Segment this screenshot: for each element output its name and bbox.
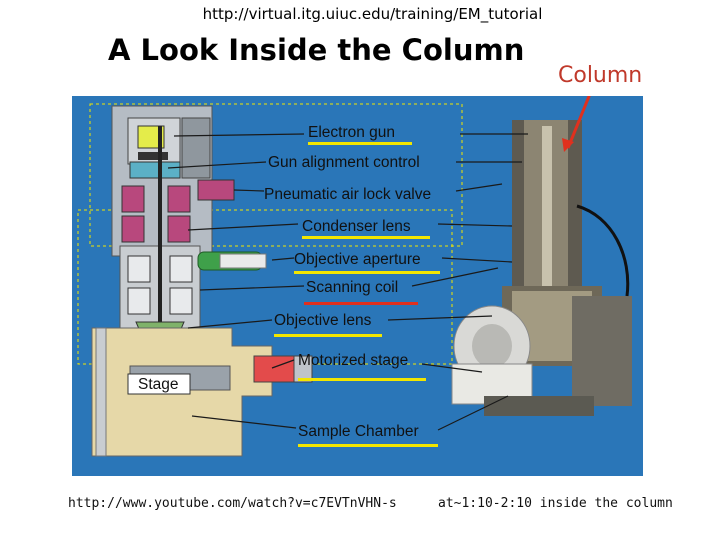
- column-label: Column: [558, 63, 643, 88]
- label-motorized-stage: Motorized stage: [298, 352, 409, 369]
- column-cutaway: [91, 105, 313, 457]
- sem-cutaway-illustration: [77, 96, 632, 457]
- label-sample-chamber: Sample Chamber: [298, 423, 419, 440]
- microscope-photo: [451, 120, 632, 416]
- slide-title: A Look Inside the Column: [108, 33, 525, 67]
- video-timestamp-note: at~1:10-2:10 inside the column: [438, 496, 673, 511]
- label-gun-alignment-control: Gun alignment control: [268, 154, 420, 171]
- video-url[interactable]: http://www.youtube.com/watch?v=c7EVTnVHN…: [68, 496, 397, 511]
- label-objective-aperture: Objective aperture: [294, 251, 421, 268]
- label-scanning-coil: Scanning coil: [306, 279, 399, 296]
- label-condenser-lens: Condenser lens: [302, 218, 411, 235]
- label-objective-lens: Objective lens: [274, 312, 372, 329]
- sem-column-figure: Electron gun Gun alignment control Pneum…: [72, 96, 643, 476]
- label-pneumatic-air-lock-valve: Pneumatic air lock valve: [264, 186, 432, 203]
- label-stage: Stage: [138, 376, 179, 393]
- label-electron-gun: Electron gun: [308, 124, 396, 141]
- source-url: http://virtual.itg.uiuc.edu/training/EM_…: [202, 5, 543, 23]
